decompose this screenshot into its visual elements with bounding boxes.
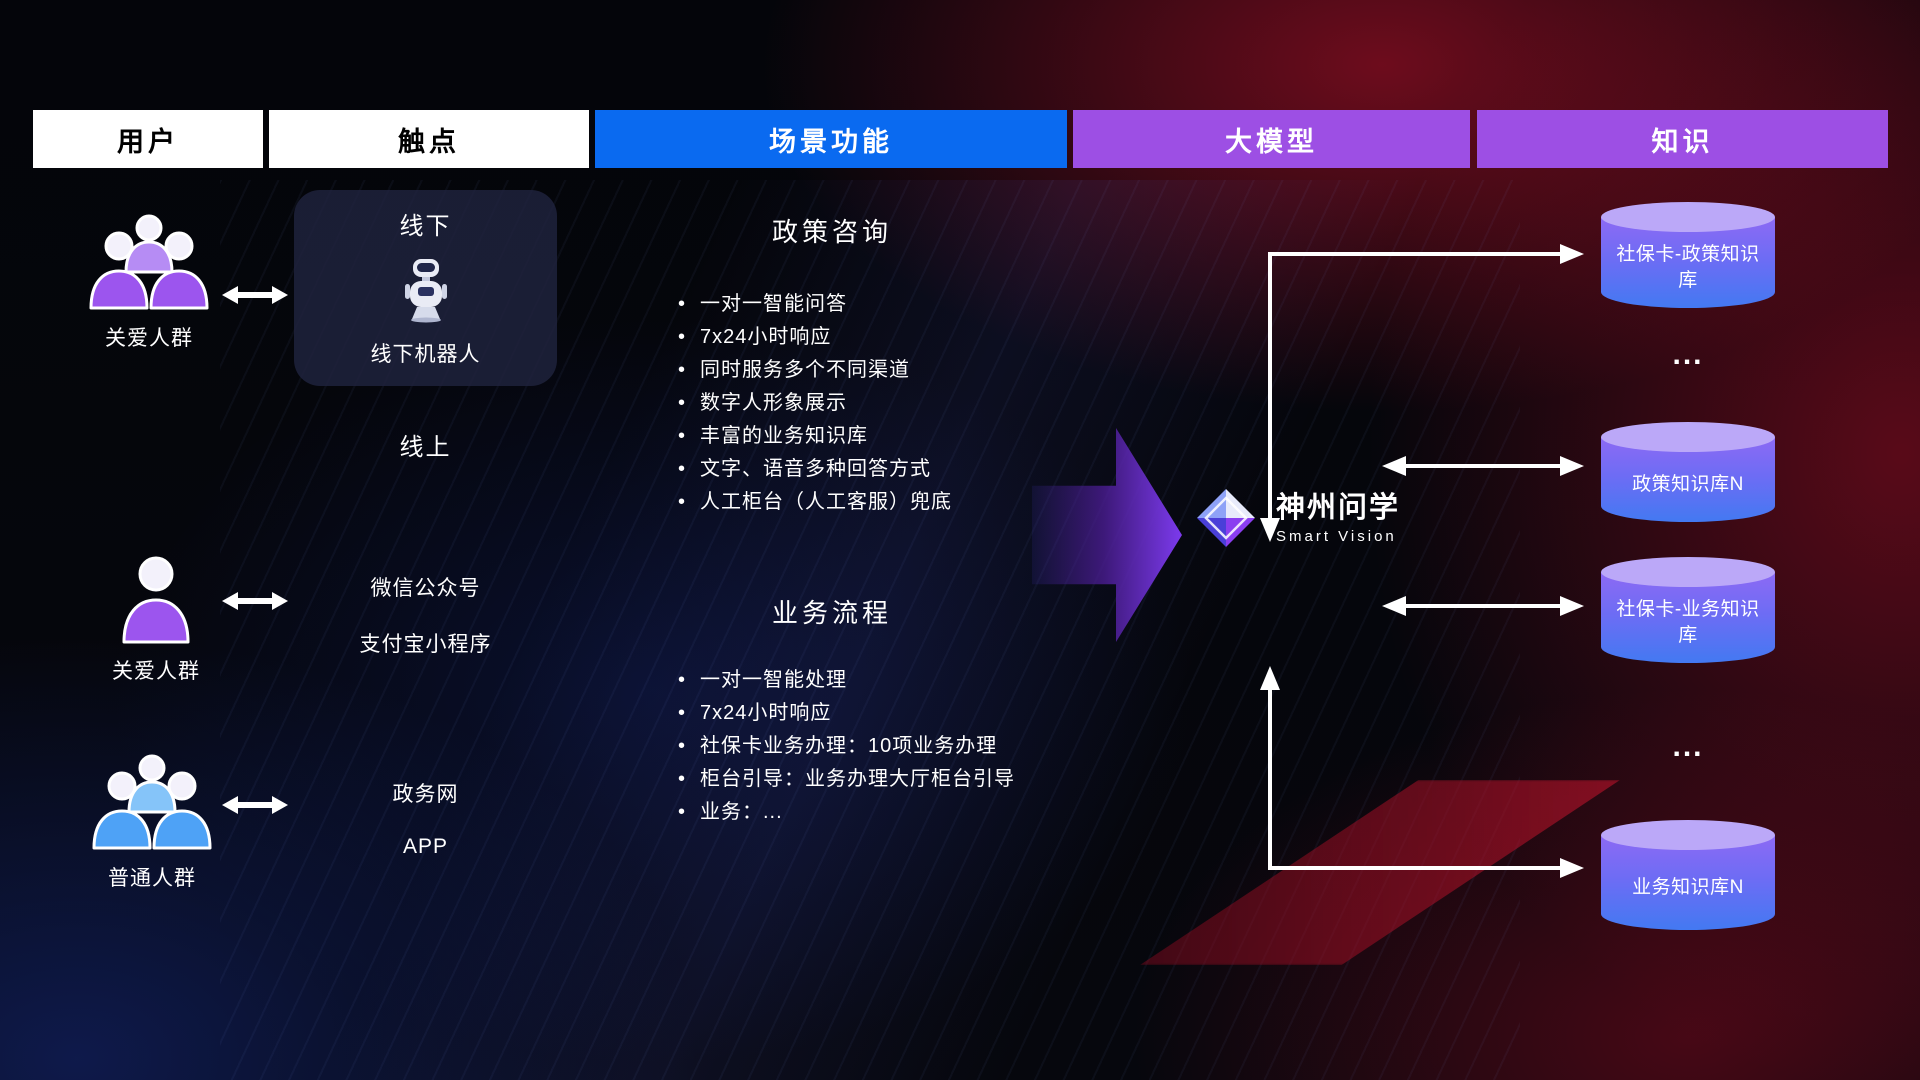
scenario-item: 人工柜台（人工客服）兜底 [676, 486, 952, 519]
group-people-icon [92, 754, 212, 850]
group-people-icon [89, 214, 209, 310]
cylinder-body [1601, 835, 1775, 930]
knowledge-db-label: 政策知识库N [1632, 474, 1744, 496]
cylinder-top [1601, 422, 1775, 452]
scenario-policy-list: 一对一智能问答 7x24小时响应 同时服务多个不同渠道 数字人形象展示 丰富的业… [676, 288, 952, 519]
scenario-item: 社保卡业务办理：10项业务办理 [676, 730, 1015, 763]
scenario-item: 一对一智能处理 [676, 664, 1015, 697]
scenario-item: 数字人形象展示 [676, 387, 952, 420]
knowledge-db-business-n: 业务知识库N [1601, 820, 1775, 930]
scenario-business-title: 业务流程 [771, 598, 892, 628]
red-chevron-decoration [1140, 780, 1620, 965]
scenario-item: 一对一智能问答 [676, 288, 952, 321]
person-icon [122, 556, 190, 644]
scenario-policy-title: 政策咨询 [771, 217, 892, 247]
knowledge-db-label: 业务知识库N [1632, 877, 1744, 899]
knowledge-db-label: 社保卡-业务知识库 [1616, 599, 1760, 646]
touchpoint-gov-web: 政务网 [392, 783, 459, 806]
knowledge-db-business-ssc: 社保卡-业务知识库 [1601, 557, 1775, 663]
scenario-item: 7x24小时响应 [676, 321, 952, 354]
column-header-users: 用户 [33, 110, 263, 168]
scenario-item: 业务：... [676, 796, 1015, 829]
user-group-care-1: 关爱人群 [85, 212, 213, 352]
column-header-knowledge: 知识 [1477, 110, 1888, 168]
offline-touchpoint-panel: 线下 线下机器人 [294, 190, 557, 386]
scenario-item: 同时服务多个不同渠道 [676, 354, 952, 387]
scenario-business-list: 一对一智能处理 7x24小时响应 社保卡业务办理：10项业务办理 柜台引导：业务… [676, 664, 1015, 829]
brand-logo: 神州问学 Smart Vision [1194, 486, 1400, 550]
user-group-care-2: 关爱人群 [112, 551, 200, 685]
knowledge-db-policy-n: 政策知识库N [1601, 422, 1775, 522]
bidirectional-arrow-icon [222, 286, 288, 304]
offline-robot-label: 线下机器人 [370, 343, 481, 366]
user-group-general: 普通人群 [88, 752, 216, 892]
scenario-item: 柜台引导：业务办理大厅柜台引导 [676, 763, 1015, 796]
cylinder-body [1601, 572, 1775, 663]
cylinder-top [1601, 557, 1775, 587]
bidirectional-arrow-icon [222, 592, 288, 610]
scenario-item: 7x24小时响应 [676, 697, 1015, 730]
brand-name: 神州问学 [1276, 492, 1401, 524]
user-label: 普通人群 [108, 867, 196, 890]
scenario-item: 丰富的业务知识库 [676, 420, 952, 453]
robot-icon [404, 258, 447, 322]
cylinder-top [1601, 202, 1775, 232]
knowledge-ellipsis: ... [1672, 338, 1704, 371]
bidirectional-arrow-icon [222, 796, 288, 814]
user-label: 关爱人群 [105, 327, 193, 350]
touchpoint-wechat: 微信公众号 [370, 577, 481, 600]
column-header-touchpoints: 触点 [269, 110, 589, 168]
knowledge-db-label: 社保卡-政策知识库 [1616, 244, 1760, 291]
scenario-item: 文字、语音多种回答方式 [676, 453, 952, 486]
column-header-llm: 大模型 [1073, 110, 1470, 168]
flow-arrow-to-model [1032, 428, 1182, 642]
online-title: 线上 [399, 434, 452, 461]
cylinder-top [1601, 820, 1775, 850]
cylinder-body [1601, 217, 1775, 308]
knowledge-ellipsis: ... [1672, 730, 1704, 763]
user-label: 关爱人群 [112, 660, 200, 683]
column-header-scenarios: 场景功能 [595, 110, 1067, 168]
brand-text: 神州问学 Smart Vision [1276, 491, 1400, 545]
knowledge-db-policy-ssc: 社保卡-政策知识库 [1601, 202, 1775, 308]
brand-subtitle: Smart Vision [1276, 528, 1397, 545]
offline-title: 线下 [399, 213, 452, 240]
touchpoint-app: APP [402, 835, 449, 858]
brand-diamond-icon [1197, 489, 1255, 547]
touchpoint-alipay: 支付宝小程序 [359, 633, 492, 656]
